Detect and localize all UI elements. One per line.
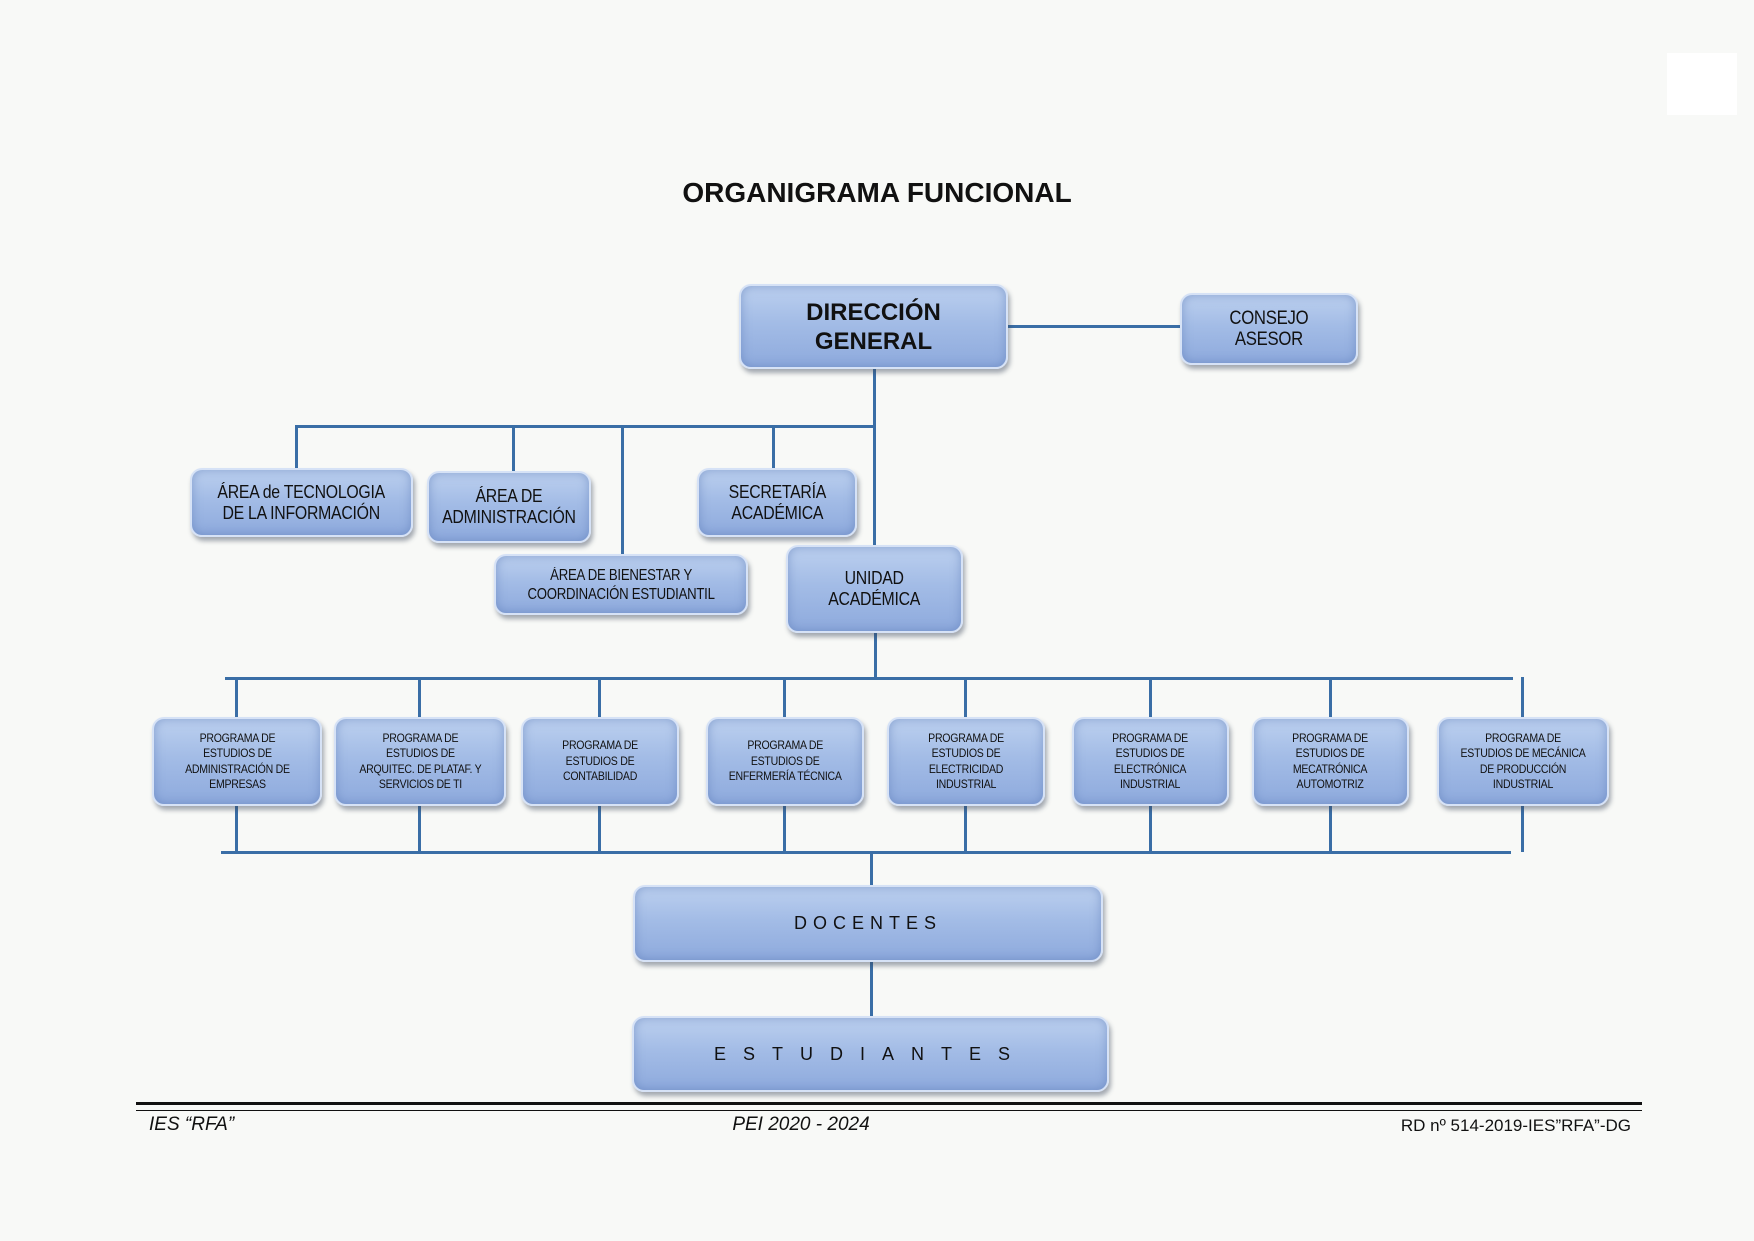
connector-line — [870, 962, 873, 1016]
node-unidad-academica[interactable]: UNIDAD ACADÉMICA — [786, 545, 963, 633]
connector-line — [221, 851, 1511, 854]
connector-line — [783, 677, 786, 717]
node-label: ÁREA DE BIENESTAR Y COORDINACIÓN ESTUDIA… — [527, 566, 715, 603]
blank-corner-box — [1667, 53, 1737, 115]
node-program[interactable]: PROGRAMA DE ESTUDIOS DE MECÁNICA DE PROD… — [1437, 717, 1609, 806]
connector-line — [1521, 806, 1524, 852]
node-label: PROGRAMA DE ESTUDIOS DE ELECTRICIDAD IND… — [928, 730, 1004, 792]
connector-line — [772, 425, 775, 468]
connector-line — [225, 677, 1513, 680]
node-label: ÁREA de TECNOLOGIA DE LA INFORMACIÓN — [217, 481, 386, 523]
footer-resolution: RD nº 514-2019-IES”RFA”-DG — [1400, 1116, 1631, 1135]
connector-line — [418, 677, 421, 717]
node-direccion-general[interactable]: DIRECCIÓN GENERAL — [739, 284, 1008, 369]
connector-line — [1329, 677, 1332, 717]
node-label: PROGRAMA DE ESTUDIOS DE ELECTRÓNICA INDU… — [1112, 730, 1189, 792]
connector-line — [295, 425, 876, 428]
connector-line — [235, 806, 238, 852]
node-estudiantes[interactable]: ESTUDIANTES — [632, 1016, 1109, 1092]
node-label: UNIDAD ACADÉMICA — [828, 568, 921, 609]
node-label: SECRETARÍA ACADÉMICA — [728, 481, 826, 523]
connector-line — [418, 806, 421, 852]
node-secretaria-academica[interactable]: SECRETARÍA ACADÉMICA — [697, 468, 857, 537]
node-label: PROGRAMA DE ESTUDIOS DE MECÁNICA DE PROD… — [1460, 730, 1586, 792]
connector-line — [295, 425, 298, 468]
footer-plan: PEI 2020 - 2024 — [732, 1114, 870, 1135]
connector-line — [964, 806, 967, 852]
node-label: PROGRAMA DE ESTUDIOS DE ENFERMERÍA TÉCNI… — [728, 738, 842, 784]
node-program[interactable]: PROGRAMA DE ESTUDIOS DE ENFERMERÍA TÉCNI… — [706, 717, 864, 806]
connector-line — [1149, 806, 1152, 852]
node-label: PROGRAMA DE ESTUDIOS DE ADMINISTRACIÓN D… — [184, 730, 290, 792]
node-area-administracion[interactable]: ÁREA DE ADMINISTRACIÓN — [427, 471, 591, 543]
connector-line — [1149, 677, 1152, 717]
node-program[interactable]: PROGRAMA DE ESTUDIOS DE ARQUITEC. DE PLA… — [334, 717, 506, 806]
connector-line — [512, 425, 515, 471]
node-label: CONSEJO ASESOR — [1229, 308, 1309, 350]
node-area-ti[interactable]: ÁREA de TECNOLOGIA DE LA INFORMACIÓN — [190, 468, 413, 537]
node-label: DOCENTES — [793, 913, 942, 933]
node-label: PROGRAMA DE ESTUDIOS DE CONTABILIDAD — [562, 738, 638, 784]
connector-line — [598, 806, 601, 852]
node-label: PROGRAMA DE ESTUDIOS DE ARQUITEC. DE PLA… — [358, 730, 482, 792]
connector-line — [964, 677, 967, 717]
connector-line — [874, 633, 877, 679]
node-label: DIRECCIÓN GENERAL — [806, 298, 941, 355]
connector-line — [870, 851, 873, 885]
connector-line — [783, 806, 786, 852]
connector-line — [598, 677, 601, 717]
node-area-bienestar[interactable]: ÁREA DE BIENESTAR Y COORDINACIÓN ESTUDIA… — [494, 554, 748, 615]
node-program[interactable]: PROGRAMA DE ESTUDIOS DE MECATRÓNICA AUTO… — [1252, 717, 1409, 806]
connector-line — [621, 425, 624, 554]
footer-institution: IES “RFA” — [149, 1114, 235, 1135]
node-label: PROGRAMA DE ESTUDIOS DE MECATRÓNICA AUTO… — [1292, 730, 1369, 792]
node-docentes[interactable]: DOCENTES — [633, 885, 1103, 962]
node-program[interactable]: PROGRAMA DE ESTUDIOS DE ADMINISTRACIÓN D… — [152, 717, 322, 806]
node-program[interactable]: PROGRAMA DE ESTUDIOS DE CONTABILIDAD — [521, 717, 679, 806]
node-program[interactable]: PROGRAMA DE ESTUDIOS DE ELECTRÓNICA INDU… — [1072, 717, 1229, 806]
connector-line — [235, 677, 238, 717]
connector-line — [1329, 806, 1332, 852]
connector-line — [1008, 325, 1180, 328]
connector-line — [873, 369, 876, 546]
node-consejo-asesor[interactable]: CONSEJO ASESOR — [1180, 293, 1358, 365]
footer-rule-thin — [136, 1110, 1642, 1111]
node-program[interactable]: PROGRAMA DE ESTUDIOS DE ELECTRICIDAD IND… — [887, 717, 1045, 806]
footer-rule-thick — [136, 1102, 1642, 1105]
node-label: ESTUDIANTES — [713, 1043, 1028, 1064]
page-title: ORGANIGRAMA FUNCIONAL — [682, 177, 1072, 208]
connector-line — [1521, 677, 1524, 717]
node-label: ÁREA DE ADMINISTRACIÓN — [442, 486, 576, 527]
